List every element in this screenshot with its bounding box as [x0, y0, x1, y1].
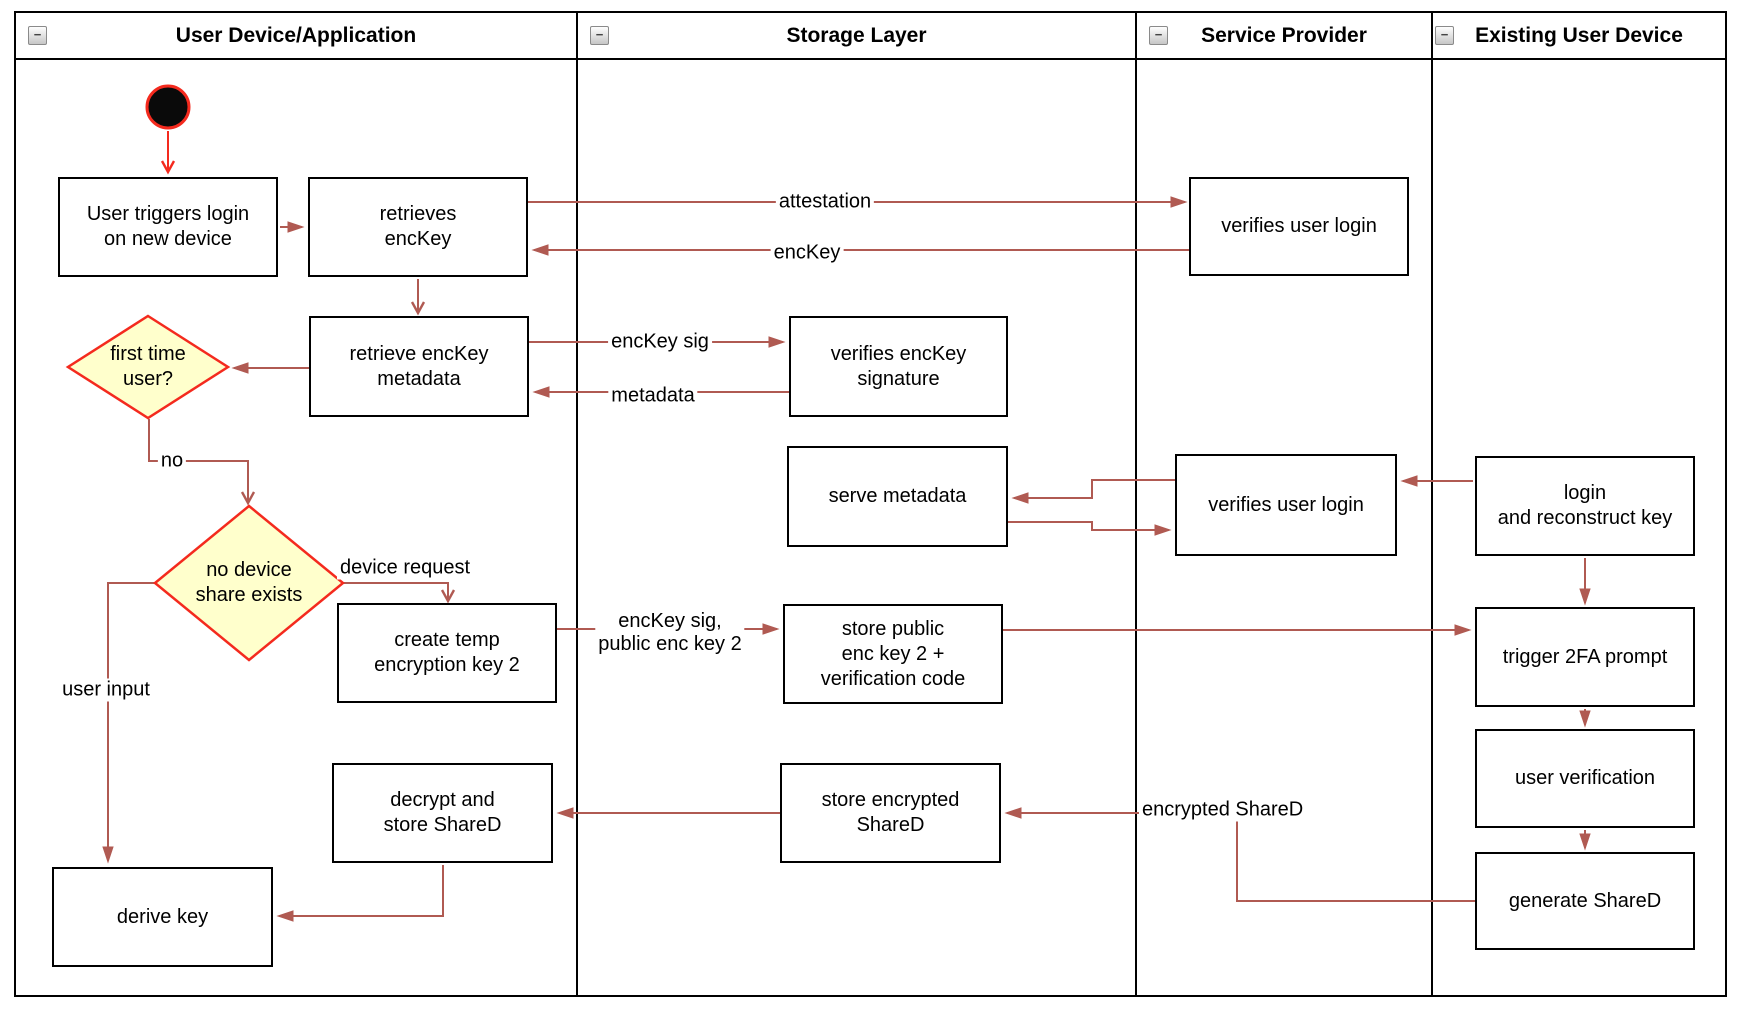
- edge-label-enckey-sig-public: encKey sig, public enc key 2: [595, 610, 745, 656]
- node-verifies-user-login-mid[interactable]: verifies user login: [1175, 454, 1397, 556]
- edge-label-no: no: [157, 449, 187, 473]
- lane-service-provider: − Service Provider: [1137, 13, 1433, 995]
- node-verifies-user-login-top[interactable]: verifies user login: [1189, 177, 1409, 276]
- lane-title: Service Provider: [1201, 23, 1367, 47]
- start-node[interactable]: [145, 84, 191, 130]
- edge-label-metadata: metadata: [608, 384, 698, 408]
- edge-label-attestation: attestation: [775, 190, 875, 214]
- node-retrieves-enckey[interactable]: retrieves encKey: [308, 177, 528, 277]
- swimlane-pool: − User Device/Application − Storage Laye…: [14, 11, 1727, 997]
- lane-header-user-device-application: − User Device/Application: [16, 13, 576, 60]
- collapse-icon[interactable]: −: [590, 26, 609, 45]
- node-store-public-key[interactable]: store public enc key 2 + verification co…: [783, 604, 1003, 704]
- decision-first-time-user-label: first time user?: [110, 343, 186, 390]
- node-user-verification[interactable]: user verification: [1475, 729, 1695, 828]
- lane-storage-layer: − Storage Layer: [578, 13, 1137, 995]
- node-store-encrypted-shared[interactable]: store encrypted ShareD: [780, 763, 1001, 863]
- edge-decrypt-to-derive-key: [276, 865, 444, 922]
- node-derive-key[interactable]: derive key: [52, 867, 273, 967]
- edge-encrypted-shared: [1004, 807, 1475, 902]
- decision-no-device-share-label: no device share exists: [195, 559, 303, 606]
- lane-header-service-provider: − Service Provider: [1137, 13, 1431, 60]
- edge-no-branch: [148, 419, 256, 506]
- node-retrieve-enckey-metadata[interactable]: retrieve encKey metadata: [309, 316, 529, 417]
- node-verifies-enckey-signature[interactable]: verifies encKey signature: [789, 316, 1008, 417]
- lane-header-existing-user-device: − Existing User Device: [1433, 13, 1725, 60]
- lane-existing-user-device: − Existing User Device: [1433, 13, 1725, 995]
- collapse-icon[interactable]: −: [28, 26, 47, 45]
- lane-header-storage-layer: − Storage Layer: [578, 13, 1135, 60]
- node-decrypt-store-shared[interactable]: decrypt and store ShareD: [332, 763, 553, 863]
- node-login-reconstruct-key[interactable]: login and reconstruct key: [1475, 456, 1695, 556]
- lane-title: Existing User Device: [1475, 23, 1683, 47]
- node-serve-metadata[interactable]: serve metadata: [787, 446, 1008, 547]
- node-generate-shared[interactable]: generate ShareD: [1475, 852, 1695, 950]
- node-create-temp-key[interactable]: create temp encryption key 2: [337, 603, 557, 703]
- node-user-triggers-login[interactable]: User triggers login on new device: [58, 177, 278, 277]
- node-trigger-2fa[interactable]: trigger 2FA prompt: [1475, 607, 1695, 707]
- edge-verifies-mid-to-serve-metadata: [1011, 479, 1175, 504]
- collapse-icon[interactable]: −: [1435, 26, 1454, 45]
- edge-user-input: [102, 582, 156, 864]
- edge-label-user-input: user input: [59, 678, 153, 702]
- edge-serve-metadata-to-verifies-mid: [1008, 521, 1172, 536]
- edge-label-enckey: encKey: [770, 241, 844, 265]
- edge-label-enckey-sig: encKey sig: [608, 330, 712, 354]
- collapse-icon[interactable]: −: [1149, 26, 1168, 45]
- lane-user-device-application: − User Device/Application: [16, 13, 578, 995]
- lane-title: Storage Layer: [786, 23, 927, 47]
- decision-no-device-share-shape[interactable]: [153, 504, 345, 662]
- edge-device-request: [343, 582, 456, 604]
- lane-title: User Device/Application: [175, 23, 417, 47]
- edge-label-encrypted-shared: encrypted ShareD: [1139, 798, 1307, 822]
- edge-label-device-request: device request: [336, 556, 474, 580]
- decision-first-time-user-shape[interactable]: [65, 314, 231, 420]
